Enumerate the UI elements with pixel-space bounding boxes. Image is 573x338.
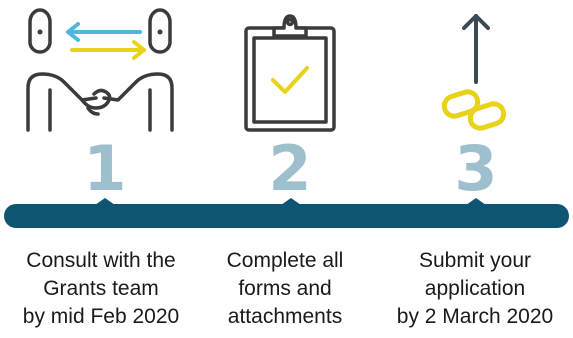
- step-number-1: 1: [83, 132, 127, 205]
- caption-line: attachments: [227, 305, 343, 328]
- upward-arrow-chain-link-icon: [441, 14, 507, 131]
- caption-line: application: [424, 277, 526, 300]
- step-caption-2: Complete all forms and attachments: [200, 247, 370, 331]
- clipboard-check-icon: [244, 14, 336, 132]
- timeline-pointer-2: [281, 198, 301, 205]
- step-number-2: 2: [268, 132, 312, 205]
- caption-line: Submit your: [418, 249, 532, 272]
- caption-line: Grants team: [43, 277, 159, 300]
- handshake-icon: [26, 8, 174, 132]
- caption-line: by 2 March 2020: [396, 305, 554, 328]
- caption-line: by mid Feb 2020: [22, 305, 180, 328]
- timeline-pointer-1: [95, 198, 115, 205]
- caption-line: Complete all: [226, 249, 344, 272]
- timeline-bar: [4, 198, 569, 228]
- step-caption-1: Consult with the Grants team by mid Feb …: [6, 247, 196, 331]
- caption-line: forms and: [238, 277, 332, 300]
- caption-line: Consult with the: [26, 249, 176, 272]
- timeline-pointer-3: [466, 198, 486, 205]
- step-number-3: 3: [454, 132, 498, 205]
- step-caption-3: Submit your application by 2 March 2020: [380, 247, 570, 331]
